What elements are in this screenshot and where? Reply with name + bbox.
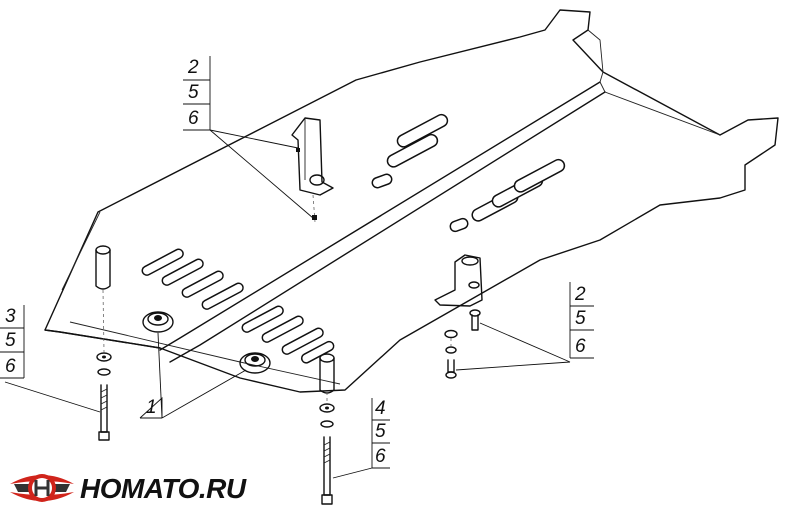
callout-bottom: 4 5 6 bbox=[375, 398, 386, 467]
callout-top-1: 2 bbox=[187, 57, 199, 78]
callout-left-2: 5 bbox=[5, 330, 16, 351]
callout-right: 2 5 6 bbox=[574, 284, 586, 357]
callout-top: 2 5 6 bbox=[187, 57, 199, 129]
fastener-bottom bbox=[319, 403, 335, 505]
callout-bottom-1: 4 bbox=[375, 398, 386, 419]
homato-logo: HOMATO.RU bbox=[10, 473, 247, 504]
callout-bottom-2: 5 bbox=[375, 421, 386, 442]
callout-right-2: 5 bbox=[575, 308, 586, 329]
callout-left: 3 5 6 bbox=[5, 306, 16, 377]
vent-slots-upper bbox=[371, 113, 566, 233]
rubber-mount-1 bbox=[142, 311, 174, 333]
callout-top-2: 5 bbox=[188, 82, 199, 103]
bracket-right bbox=[434, 254, 483, 307]
rubber-mount-2 bbox=[239, 352, 271, 374]
homato-emblem-icon bbox=[10, 474, 74, 502]
leader-lines bbox=[0, 56, 594, 479]
vent-slots-lower bbox=[141, 248, 335, 364]
logo-text: HOMATO.RU bbox=[80, 473, 247, 504]
callout-bottom-3: 6 bbox=[375, 446, 386, 467]
callout-part-1: 1 bbox=[146, 397, 157, 418]
fastener-right bbox=[444, 309, 481, 379]
callout-right-3: 6 bbox=[575, 336, 586, 357]
stud-bottom bbox=[319, 353, 335, 394]
callout-top-3: 6 bbox=[188, 108, 199, 129]
bracket-top bbox=[291, 117, 334, 196]
fastener-left bbox=[96, 352, 112, 441]
callout-right-1: 2 bbox=[574, 284, 586, 305]
callout-left-1: 3 bbox=[5, 306, 16, 327]
stud-left bbox=[95, 245, 111, 290]
skid-plate bbox=[44, 9, 779, 393]
callout-left-3: 6 bbox=[5, 356, 16, 377]
assembly-lines bbox=[102, 194, 452, 404]
